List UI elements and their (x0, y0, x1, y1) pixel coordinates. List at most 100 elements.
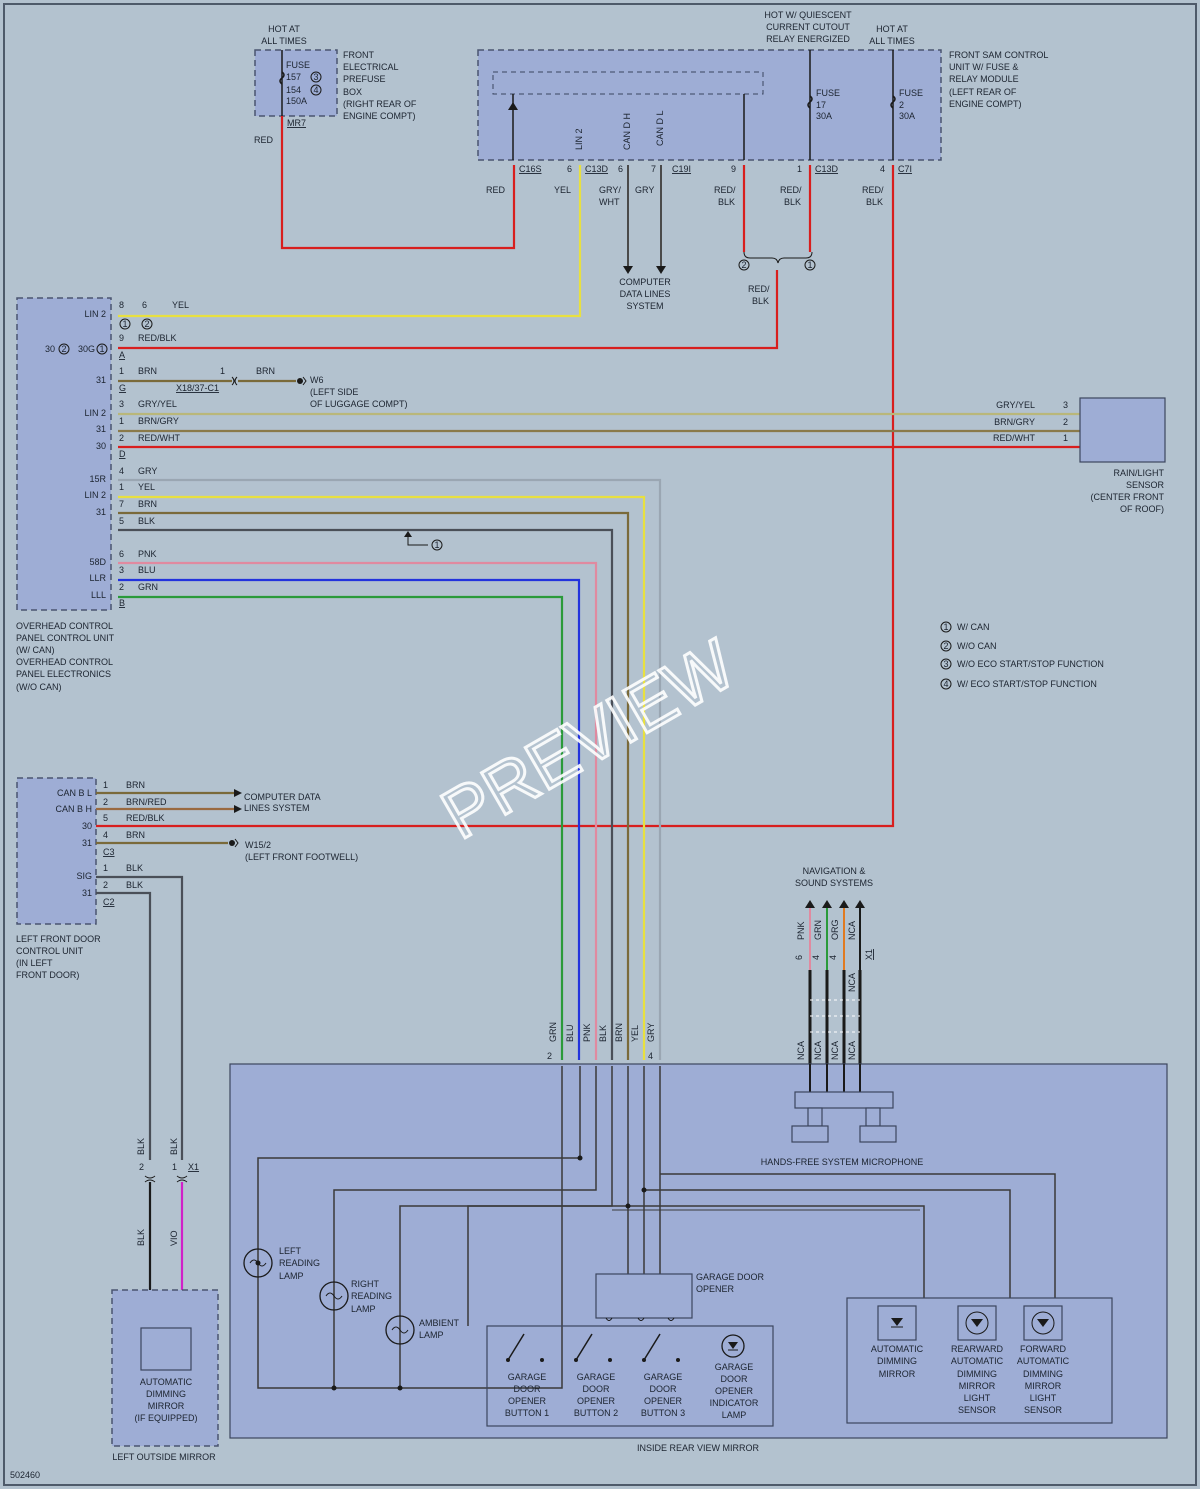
nav-wire-grn: GRN (813, 920, 823, 940)
oh-row3-pin2: 1 (220, 366, 225, 376)
door-label-0: LEFT FRONT DOOR (16, 934, 101, 944)
wire-red-sam: RED (486, 185, 506, 195)
oh-row5-color: BRN/GRY (138, 416, 179, 426)
fuse-symbol (279, 71, 285, 85)
ind-0: GARAGE (715, 1362, 754, 1372)
fwd-1: AUTOMATIC (1017, 1356, 1070, 1366)
oh-pin-30: 30 (45, 344, 55, 354)
nav-nca-mid: NCA (847, 973, 857, 992)
nav-wire-nca: NCA (847, 921, 857, 940)
top-wires (96, 116, 895, 828)
fwd-5: SENSOR (1024, 1405, 1063, 1415)
oh-row10-color: BLK (138, 516, 155, 526)
oh-label-5: (W/O CAN) (16, 682, 62, 692)
btn3-2: OPENER (644, 1396, 683, 1406)
sam-inner (492, 71, 764, 95)
nav-pin-4b: 4 (828, 955, 838, 960)
nav-nca-3: NCA (830, 1041, 840, 1060)
btn1-0: GARAGE (508, 1372, 547, 1382)
wire-redblk-door (96, 165, 895, 828)
hot-label-2b: ALL TIMES (869, 36, 915, 46)
oh-pin-58d: 58D (89, 557, 106, 567)
om-dim-0: AUTOMATIC (140, 1377, 193, 1387)
cdls-0: COMPUTER (619, 277, 671, 287)
om-wire-top-1: BLK (169, 1138, 179, 1155)
oh-row4-pin: 3 (119, 399, 124, 409)
sam-pin-yel: 6 (567, 164, 572, 174)
ind-1: DOOR (721, 1374, 749, 1384)
sam-pin-1: 1 (797, 164, 802, 174)
wire-redblk-1b: BLK (718, 197, 735, 207)
overhead-mirror-wires (118, 478, 662, 1060)
oh-row3-color2: BRN (256, 366, 275, 376)
auto-dimming-mirror-icon (877, 1305, 917, 1341)
oh-conn-g: G (119, 383, 126, 393)
mirror-pin-2: 2 (547, 1051, 552, 1061)
oh-row3-color: BRN (138, 366, 157, 376)
doc-id: 502460 (10, 1470, 40, 1480)
oh-pin-31c: 31 (96, 507, 106, 517)
legend-num-1: 1 (943, 622, 948, 632)
wire-yel-lin2 (118, 165, 582, 318)
fuse17-symbol (807, 95, 813, 109)
wire-grn-mirror (118, 595, 564, 1060)
garage-0: GARAGE DOOR (696, 1272, 765, 1282)
hot-quiescent-0: HOT W/ QUIESCENT (764, 10, 852, 20)
mic-body (794, 1091, 894, 1109)
oh-row5-pin: 1 (119, 416, 124, 426)
fwd-3: MIRROR (1025, 1381, 1062, 1391)
fuse17-1: 17 (816, 100, 826, 110)
rain-label-3: OF ROOF) (1120, 504, 1164, 514)
wire-brn-mirror (118, 511, 630, 1060)
door-row1-color: BRN (126, 780, 145, 790)
prefuse-fuse-157: 157 (286, 72, 301, 82)
data-arrow-2 (656, 266, 666, 274)
hot-label-2a: HOT AT (876, 24, 908, 34)
prefuse-fuse-154: 154 (286, 85, 301, 95)
oh-pin-lin2a: LIN 2 (84, 309, 106, 319)
om-wire-bottom-0: BLK (136, 1229, 146, 1246)
oh-circle-1: 1 (99, 344, 104, 354)
wire-grywht-b: WHT (599, 197, 620, 207)
mirror-wire-gry: GRY (646, 1023, 656, 1042)
sam-pin-9: 9 (731, 164, 736, 174)
mirror-wire-grn: GRN (548, 1022, 558, 1042)
wire-grywht-a: GRY/ (599, 185, 621, 195)
overhead-box (16, 297, 112, 611)
sam-label-3: (LEFT REAR OF (949, 87, 1017, 97)
wire-redblk-2b: BLK (784, 197, 801, 207)
sam-label-0: FRONT SAM CONTROL (949, 50, 1048, 60)
conn-c19i: C19I (672, 164, 691, 174)
oh-row6-pin: 2 (119, 433, 124, 443)
prefuse-label-0: FRONT (343, 50, 374, 60)
sam-label-2: RELAY MODULE (949, 74, 1019, 84)
inside-mirror-label: INSIDE REAR VIEW MIRROR (637, 1443, 760, 1453)
legend: 1 W/ CAN 2 W/O CAN 3 W/O ECO START/STOP … (940, 621, 1104, 690)
oh-row13-pin: 2 (119, 582, 124, 592)
nav-conn-x1: X1 (864, 949, 874, 960)
rear-1: AUTOMATIC (951, 1356, 1004, 1366)
wire-gry-sam: GRY (635, 185, 654, 195)
legend-num-2: 2 (943, 641, 948, 651)
btn2-3: BUTTON 2 (574, 1408, 618, 1418)
legend-text-2: W/O CAN (957, 641, 997, 651)
hot-label-1b: ALL TIMES (261, 36, 307, 46)
oh-row11-color: PNK (138, 549, 157, 559)
btn2-0: GARAGE (577, 1372, 616, 1382)
mic-capsule-left (791, 1125, 829, 1143)
rear-3: MIRROR (959, 1381, 996, 1391)
garage-button-1-icon (506, 1333, 544, 1362)
om-label: LEFT OUTSIDE MIRROR (112, 1452, 216, 1462)
om-wire-bottom-1: VIO (169, 1230, 179, 1246)
btn1-1: DOOR (514, 1384, 542, 1394)
door-cdls-0: COMPUTER DATA (244, 792, 321, 802)
oh-w6-1: (LEFT SIDE (310, 387, 358, 397)
prefuse-box (254, 49, 338, 117)
sam-section: HOT W/ QUIESCENT CURRENT CUTOUT RELAY EN… (477, 10, 1048, 311)
ambient-0: AMBIENT (419, 1318, 460, 1328)
door-row2-color: BRN/RED (126, 797, 167, 807)
outside-dimming-mirror (140, 1327, 192, 1371)
rain-label-1: SENSOR (1126, 480, 1165, 490)
overhead-section: LIN 2 30 2 30G 1 31 LIN 2 31 30 15R LIN … (16, 297, 1080, 692)
rain-pin-1: 2 (1063, 417, 1068, 427)
